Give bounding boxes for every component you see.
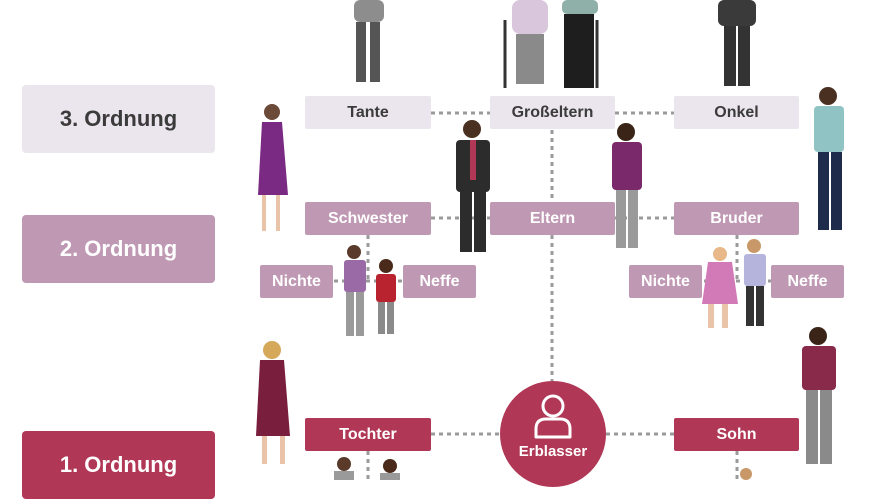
erblasser-node: Erblasser xyxy=(500,381,606,487)
person-illustration xyxy=(456,120,490,252)
person-icon xyxy=(534,394,572,439)
person-illustration xyxy=(258,104,288,231)
person-illustration xyxy=(334,457,752,480)
person-illustration xyxy=(612,123,642,248)
connector-layer xyxy=(256,0,844,480)
node-grosseltern: Großeltern xyxy=(490,96,615,129)
person-illustration xyxy=(814,87,844,230)
person-illustration xyxy=(503,0,599,88)
level-3-label: 3. Ordnung xyxy=(22,85,215,153)
node-tochter: Tochter xyxy=(305,418,431,451)
person-illustration xyxy=(802,327,836,464)
node-tante: Tante xyxy=(305,96,431,129)
node-eltern: Eltern xyxy=(490,202,615,235)
node-neffe-right: Neffe xyxy=(771,265,844,298)
node-nichte-left: Nichte xyxy=(260,265,333,298)
node-onkel: Onkel xyxy=(674,96,799,129)
level-2-label: 2. Ordnung xyxy=(22,215,215,283)
node-nichte-right: Nichte xyxy=(629,265,702,298)
level-1-label: 1. Ordnung xyxy=(22,431,215,499)
node-bruder: Bruder xyxy=(674,202,799,235)
node-neffe-left: Neffe xyxy=(403,265,476,298)
person-illustration xyxy=(256,341,290,464)
person-illustration xyxy=(702,239,766,328)
erblasser-label: Erblasser xyxy=(518,443,588,460)
person-illustration xyxy=(344,245,396,336)
node-sohn: Sohn xyxy=(674,418,799,451)
inheritance-diagram: 3. Ordnung 2. Ordnung 1. Ordnung Tante G… xyxy=(22,0,844,499)
person-illustration xyxy=(354,0,384,82)
person-illustration xyxy=(718,0,756,86)
node-schwester: Schwester xyxy=(305,202,431,235)
